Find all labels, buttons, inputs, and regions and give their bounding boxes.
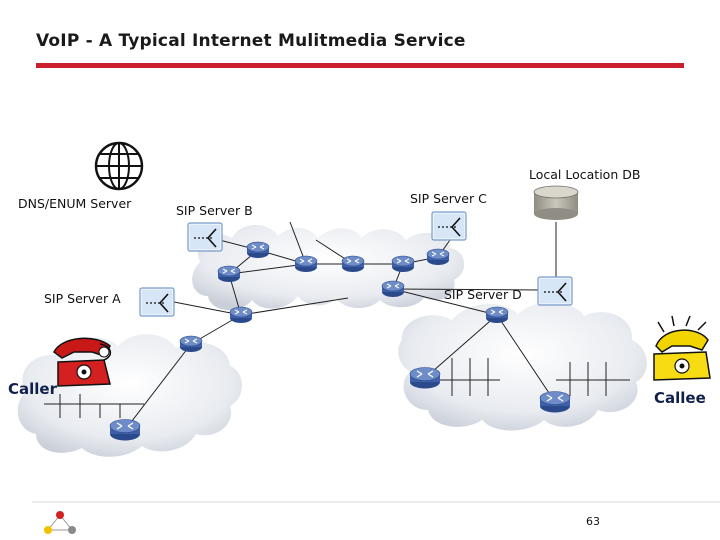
slide-title: VoIP - A Typical Internet Mulitmedia Ser… [36, 31, 466, 51]
router [246, 241, 270, 259]
router [409, 366, 441, 390]
local-location-db-label: Local Location DB [529, 167, 641, 182]
sip-server-c-label: SIP Server C [410, 191, 487, 206]
router [229, 306, 253, 324]
sip-server-d-label: SIP Server D [444, 287, 522, 302]
router [381, 280, 405, 298]
sip-server-b-label: SIP Server B [176, 203, 253, 218]
sip-server-c-icon [431, 211, 467, 241]
sip-server-d-icon [537, 276, 573, 306]
router [179, 335, 203, 353]
router [539, 390, 571, 414]
router [109, 418, 141, 442]
title-underline [36, 63, 684, 68]
sip-server-b-icon [187, 222, 223, 252]
yellow-telephone-icon [653, 315, 711, 381]
callee-label: Callee [654, 389, 706, 407]
sip-server-a-icon [139, 287, 175, 317]
router [341, 255, 365, 273]
page-number: 63 [586, 515, 600, 528]
globe-icon [94, 141, 144, 191]
router [391, 255, 415, 273]
caller-label: Caller [8, 380, 57, 398]
router [217, 265, 241, 283]
red-telephone-icon [53, 337, 112, 387]
sip-server-a-label: SIP Server A [44, 291, 121, 306]
router [485, 306, 509, 324]
dns-server-label: DNS/ENUM Server [18, 196, 132, 211]
router [426, 248, 450, 266]
internet-cloud-right [398, 302, 647, 431]
database-icon [533, 185, 579, 220]
router [294, 255, 318, 273]
triangle-logo-icon [32, 501, 720, 534]
